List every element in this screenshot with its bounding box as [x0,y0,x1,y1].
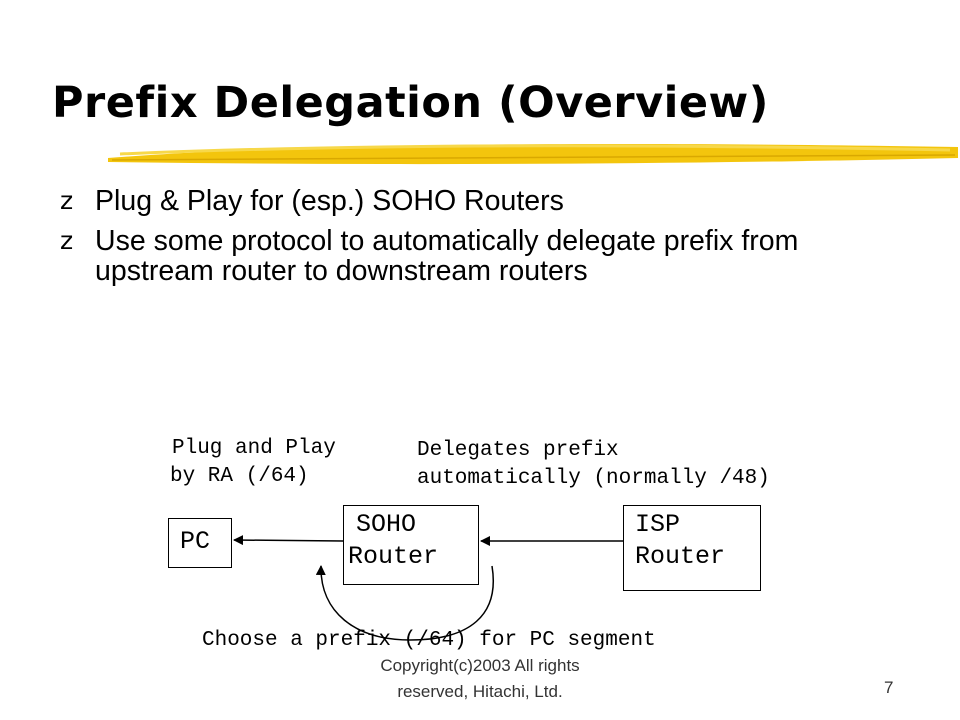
bullet-text: Use some protocol to automatically deleg… [95,225,799,287]
page-number: 7 [884,678,894,697]
label-automatically: automatically (normally /48) [417,467,770,490]
label-delegates-prefix: Delegates prefix [417,439,619,462]
pc-label: PC [180,527,211,556]
page-title: Prefix Delegation (Overview) [52,78,769,128]
bullet-item: z Plug & Play for (esp.) SOHO Routers [60,186,920,216]
label-by-ra: by RA (/64) [170,465,309,488]
soho-router-label-line1: SOHO [356,510,417,539]
bullet-icon: z [60,226,74,255]
copyright-line-2: reserved, Hitachi, Ltd. [397,682,563,701]
copyright-line-1: Copyright(c)2003 All rights [380,656,580,675]
copyright-footer: Copyright(c)2003 All rights reserved, Hi… [330,653,630,705]
title-underline-brush [108,144,958,165]
isp-router-label-line1: ISP [635,510,681,539]
soho-router-label-line2: Router [348,542,439,571]
arrow-self-loop [315,565,494,641]
pc-box [168,518,232,568]
isp-router-label-line2: Router [635,542,726,571]
bullet-list: z Plug & Play for (esp.) SOHO Routers z … [60,186,920,296]
soho-router-box [343,505,479,585]
label-plug-and-play: Plug and Play [172,437,336,460]
bullet-item: z Use some protocol to automatically del… [60,226,920,286]
isp-router-box [623,505,761,591]
caption-choose-prefix: Choose a prefix (/64) for PC segment [202,629,656,652]
arrow-soho-to-pc [233,535,344,546]
bullet-icon: z [60,186,74,215]
bullet-text: Plug & Play for (esp.) SOHO Routers [95,185,564,217]
